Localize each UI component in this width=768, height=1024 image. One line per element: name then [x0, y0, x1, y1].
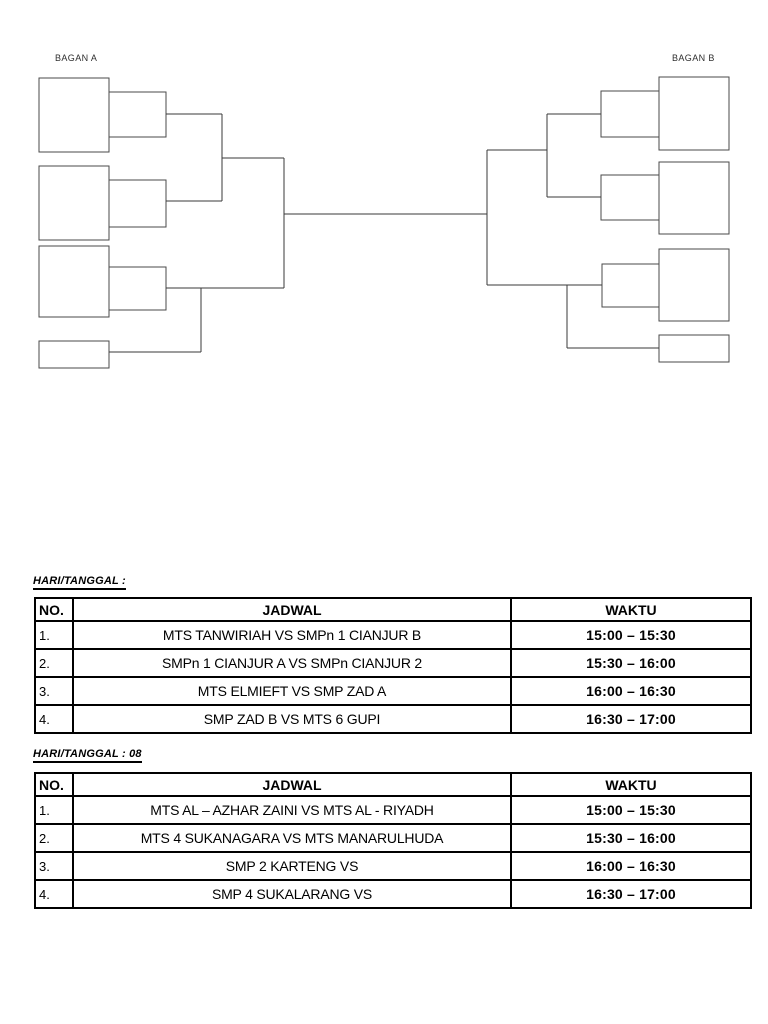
match-label: SMP 4 SUKALARANG VS: [72, 879, 512, 909]
match-time: 16:30 – 17:00: [510, 704, 752, 734]
bracket-slot: [658, 334, 730, 363]
schedule-table-1: NO. JADWAL WAKTU 1. MTS TANWIRIAH VS SMP…: [34, 597, 752, 734]
match-time: 15:00 – 15:30: [510, 795, 752, 825]
table-row: 2. MTS 4 SUKANAGARA VS MTS MANARULHUDA 1…: [34, 823, 752, 853]
bracket-a-connectors: [109, 113, 285, 353]
bracket-a-slots: [38, 77, 167, 369]
bracket-slot: [601, 263, 660, 308]
bracket-b-slots: [600, 76, 730, 363]
schedule-table-2: NO. JADWAL WAKTU 1. MTS AL – AZHAR ZAINI…: [34, 772, 752, 909]
col-header-jadwal: JADWAL: [72, 597, 512, 622]
match-label: MTS TANWIRIAH VS SMPn 1 CIANJUR B: [72, 620, 512, 650]
table-header-row: NO. JADWAL WAKTU: [34, 772, 752, 797]
row-number: 1.: [34, 795, 74, 825]
match-time: 15:30 – 16:00: [510, 823, 752, 853]
row-number: 3.: [34, 676, 74, 706]
col-header-no: NO.: [34, 772, 74, 797]
row-number: 3.: [34, 851, 74, 881]
row-number: 2.: [34, 823, 74, 853]
bracket-slot: [38, 245, 110, 318]
table-row: 1. MTS AL – AZHAR ZAINI VS MTS AL - RIYA…: [34, 795, 752, 825]
bracket-b-connectors: [486, 113, 659, 349]
match-label: SMP ZAD B VS MTS 6 GUPI: [72, 704, 512, 734]
match-label: MTS 4 SUKANAGARA VS MTS MANARULHUDA: [72, 823, 512, 853]
match-time: 16:00 – 16:30: [510, 676, 752, 706]
table-row: 4. SMP 4 SUKALARANG VS 16:30 – 17:00: [34, 879, 752, 909]
schedule-heading-2-text: HARI/TANGGAL : 08: [33, 748, 142, 763]
table-row: 4. SMP ZAD B VS MTS 6 GUPI 16:30 – 17:00: [34, 704, 752, 734]
bracket-slot: [600, 174, 660, 221]
table-row: 1. MTS TANWIRIAH VS SMPn 1 CIANJUR B 15:…: [34, 620, 752, 650]
schedule-heading-1-text: HARI/TANGGAL :: [33, 575, 126, 590]
col-header-jadwal: JADWAL: [72, 772, 512, 797]
bracket-slot: [600, 90, 660, 138]
col-header-waktu: WAKTU: [510, 597, 752, 622]
row-number: 4.: [34, 704, 74, 734]
table-row: 2. SMPn 1 CIANJUR A VS SMPn CIANJUR 2 15…: [34, 648, 752, 678]
bracket-a-title: BAGAN A: [55, 53, 98, 63]
col-header-no: NO.: [34, 597, 74, 622]
match-time: 15:00 – 15:30: [510, 620, 752, 650]
match-time: 16:00 – 16:30: [510, 851, 752, 881]
schedule-heading-2: HARI/TANGGAL : 08: [33, 748, 142, 763]
bracket-slot: [658, 76, 730, 151]
match-label: SMP 2 KARTENG VS: [72, 851, 512, 881]
bracket-slot: [658, 248, 730, 322]
match-time: 15:30 – 16:00: [510, 648, 752, 678]
col-header-waktu: WAKTU: [510, 772, 752, 797]
bracket-slot: [38, 165, 110, 241]
schedule-heading-1: HARI/TANGGAL :: [33, 575, 126, 590]
row-number: 2.: [34, 648, 74, 678]
match-label: SMPn 1 CIANJUR A VS SMPn CIANJUR 2: [72, 648, 512, 678]
match-time: 16:30 – 17:00: [510, 879, 752, 909]
row-number: 4.: [34, 879, 74, 909]
match-label: MTS ELMIEFT VS SMP ZAD A: [72, 676, 512, 706]
table-row: 3. SMP 2 KARTENG VS 16:00 – 16:30: [34, 851, 752, 881]
bracket-slot: [38, 340, 110, 369]
tournament-bracket-diagram: [38, 76, 730, 369]
bracket-slot: [38, 77, 110, 153]
bracket-slot: [108, 179, 167, 228]
table-row: 3. MTS ELMIEFT VS SMP ZAD A 16:00 – 16:3…: [34, 676, 752, 706]
bracket-slot: [108, 91, 167, 138]
row-number: 1.: [34, 620, 74, 650]
bracket-b-title: BAGAN B: [672, 53, 715, 63]
bracket-slot: [108, 266, 167, 311]
bracket-slot: [658, 161, 730, 235]
table-header-row: NO. JADWAL WAKTU: [34, 597, 752, 622]
match-label: MTS AL – AZHAR ZAINI VS MTS AL - RIYADH: [72, 795, 512, 825]
